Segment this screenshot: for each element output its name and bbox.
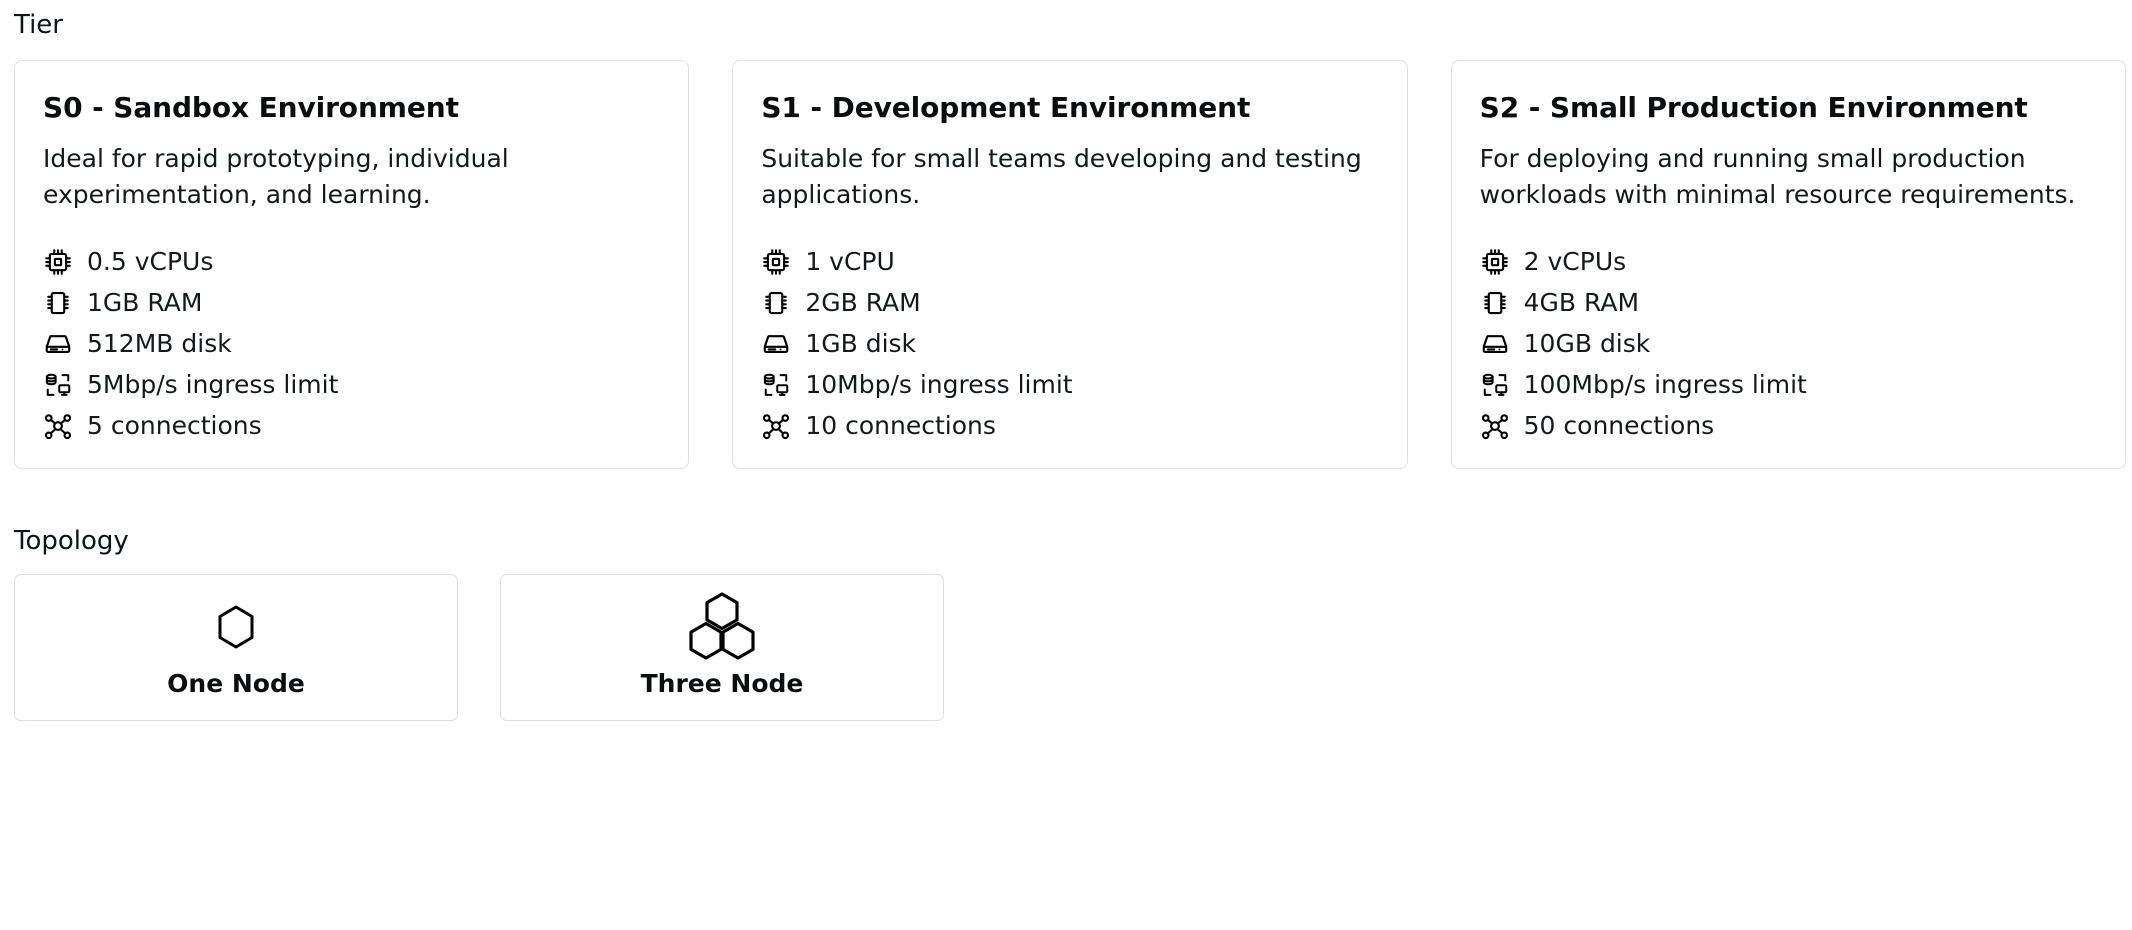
spec-text: 1GB RAM xyxy=(87,287,203,317)
tier-card-s0[interactable]: S0 - Sandbox Environment Ideal for rapid… xyxy=(14,60,690,469)
connections-icon xyxy=(43,411,73,441)
memory-icon xyxy=(43,288,73,318)
tier-card-grid: S0 - Sandbox Environment Ideal for rapid… xyxy=(0,60,2132,469)
single-hexagon-icon xyxy=(215,598,257,656)
spec-row-ingress: 100Mbp/s ingress limit xyxy=(1480,364,2097,405)
spec-list: 1 vCPU 2GB RAM xyxy=(761,241,1378,446)
cpu-icon xyxy=(43,247,73,277)
spec-row-memory: 1GB RAM xyxy=(43,282,660,323)
spec-row-disk: 10GB disk xyxy=(1480,323,2097,364)
spec-row-cpu: 0.5 vCPUs xyxy=(43,241,660,282)
spec-text: 1GB disk xyxy=(805,328,917,358)
hard-drive-icon xyxy=(43,329,73,359)
hard-drive-icon xyxy=(1480,329,1510,359)
tier-card-description: For deploying and running small producti… xyxy=(1479,144,2076,209)
spec-text: 4GB RAM xyxy=(1523,287,1640,317)
topology-option-label: Three Node xyxy=(640,668,804,698)
tier-section: Tier S0 - Sandbox Environment Ideal for … xyxy=(0,10,2132,469)
spec-row-disk: 1GB disk xyxy=(761,323,1378,364)
spec-text: 2GB RAM xyxy=(805,287,921,317)
spec-list: 0.5 vCPUs 1GB RAM xyxy=(43,241,660,446)
connections-icon xyxy=(761,411,791,441)
data-transfer-icon xyxy=(1480,370,1510,400)
triple-hexagon-icon xyxy=(684,591,760,660)
cpu-icon xyxy=(1480,247,1510,277)
tier-card-title: S1 - Development Environment xyxy=(761,91,1251,124)
spec-text: 100Mbp/s ingress limit xyxy=(1523,369,1807,399)
spec-row-ingress: 10Mbp/s ingress limit xyxy=(761,364,1378,405)
data-transfer-icon xyxy=(761,370,791,400)
spec-text: 10GB disk xyxy=(1523,328,1651,358)
topology-option-three-node[interactable]: Three Node xyxy=(500,574,944,721)
spec-text: 5Mbp/s ingress limit xyxy=(87,369,339,399)
spec-text: 0.5 vCPUs xyxy=(87,246,214,276)
tier-card-title: S2 - Small Production Environment xyxy=(1479,91,2028,124)
spec-row-cpu: 2 vCPUs xyxy=(1480,241,2097,282)
topology-option-grid: One Node Three Node xyxy=(0,574,2132,721)
topology-section-label: Topology xyxy=(14,526,129,556)
hard-drive-icon xyxy=(761,329,791,359)
cpu-icon xyxy=(761,247,791,277)
spec-row-connections: 5 connections xyxy=(43,405,660,446)
topology-option-one-node[interactable]: One Node xyxy=(14,574,458,721)
spec-row-connections: 10 connections xyxy=(761,405,1378,446)
spec-row-connections: 50 connections xyxy=(1480,405,2097,446)
spec-text: 10Mbp/s ingress limit xyxy=(805,369,1073,399)
spec-list: 2 vCPUs 4GB RAM xyxy=(1480,241,2097,446)
memory-icon xyxy=(761,288,791,318)
spec-text: 2 vCPUs xyxy=(1523,246,1627,276)
connections-icon xyxy=(1480,411,1510,441)
tier-card-s1[interactable]: S1 - Development Environment Suitable fo… xyxy=(732,60,1408,469)
topology-option-label: One Node xyxy=(167,668,305,698)
spec-text: 5 connections xyxy=(87,410,262,440)
spec-row-ingress: 5Mbp/s ingress limit xyxy=(43,364,660,405)
tier-card-description: Suitable for small teams developing and … xyxy=(761,144,1362,209)
topology-section: Topology One Node Three xyxy=(0,526,2132,721)
spec-text: 512MB disk xyxy=(87,328,232,358)
tier-card-description: Ideal for rapid prototyping, individual … xyxy=(43,144,509,209)
spec-row-memory: 4GB RAM xyxy=(1480,282,2097,323)
spec-row-memory: 2GB RAM xyxy=(761,282,1378,323)
tier-card-title: S0 - Sandbox Environment xyxy=(43,91,459,124)
spec-text: 1 vCPU xyxy=(805,246,895,276)
spec-text: 50 connections xyxy=(1523,410,1715,440)
spec-text: 10 connections xyxy=(805,410,996,440)
spec-row-disk: 512MB disk xyxy=(43,323,660,364)
data-transfer-icon xyxy=(43,370,73,400)
tier-card-s2[interactable]: S2 - Small Production Environment For de… xyxy=(1450,60,2126,469)
memory-icon xyxy=(1480,288,1510,318)
spec-row-cpu: 1 vCPU xyxy=(761,241,1378,282)
tier-section-label: Tier xyxy=(14,10,63,40)
